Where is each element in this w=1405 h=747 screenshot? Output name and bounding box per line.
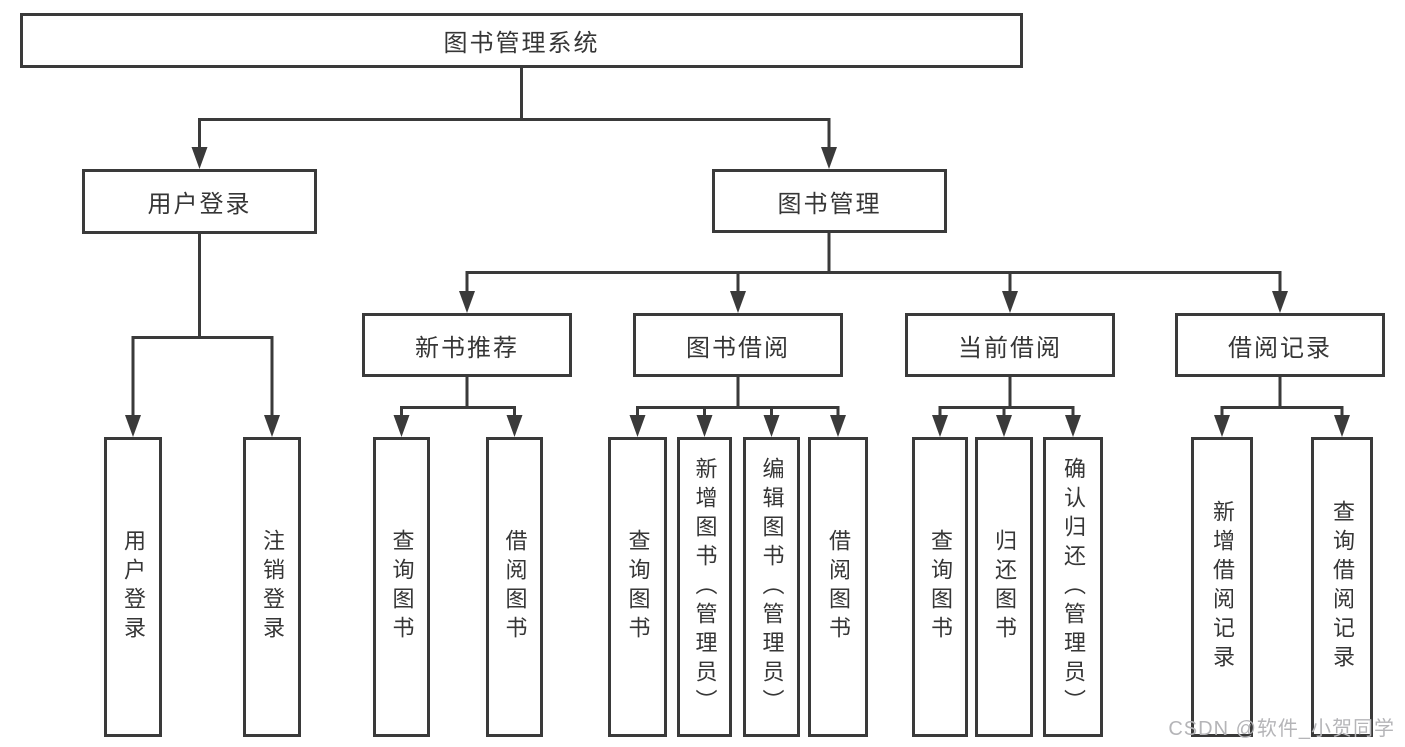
node-book-management: 图书管理 xyxy=(712,169,947,233)
leaf-confirm-return-admin: 确认归还（管理员） xyxy=(1043,437,1103,737)
leaf-query-books-recommend-label: 查询图书 xyxy=(389,529,415,645)
node-new-book-recommendation-label: 新书推荐 xyxy=(415,334,519,362)
leaf-query-books-recommend: 查询图书 xyxy=(373,437,430,737)
node-borrowing-records-label: 借阅记录 xyxy=(1228,334,1332,362)
leaf-borrow-books-recommend-label: 借阅图书 xyxy=(502,529,528,645)
leaf-logout-label: 注销登录 xyxy=(260,529,285,645)
leaf-user-login-label: 用户登录 xyxy=(121,529,146,645)
node-book-borrowing: 图书借阅 xyxy=(633,313,843,377)
node-borrowing-records: 借阅记录 xyxy=(1175,313,1385,377)
leaf-add-borrow-record: 新增借阅记录 xyxy=(1191,437,1253,737)
leaf-query-books-borrowing: 查询图书 xyxy=(608,437,667,737)
node-new-book-recommendation: 新书推荐 xyxy=(362,313,572,377)
node-root: 图书管理系统 xyxy=(20,13,1023,68)
node-root-label: 图书管理系统 xyxy=(443,30,600,57)
leaf-query-books-current-label: 查询图书 xyxy=(928,529,953,645)
leaf-query-books-current: 查询图书 xyxy=(912,437,968,737)
node-book-borrowing-label: 图书借阅 xyxy=(686,334,790,362)
leaf-add-books-admin: 新增图书（管理员） xyxy=(677,437,732,737)
leaf-logout: 注销登录 xyxy=(243,437,301,737)
leaf-borrow-books: 借阅图书 xyxy=(808,437,868,737)
node-user-login-label: 用户登录 xyxy=(147,191,252,218)
leaf-query-books-borrowing-label: 查询图书 xyxy=(625,529,651,645)
leaf-return-books: 归还图书 xyxy=(975,437,1033,737)
leaf-query-borrow-record-label: 查询借阅记录 xyxy=(1330,500,1355,674)
node-current-borrowing-label: 当前借阅 xyxy=(958,334,1062,362)
leaf-add-books-admin-label: 新增图书（管理员） xyxy=(692,456,718,718)
leaf-query-borrow-record: 查询借阅记录 xyxy=(1311,437,1373,737)
leaf-edit-books-admin: 编辑图书（管理员） xyxy=(743,437,800,737)
node-current-borrowing: 当前借阅 xyxy=(905,313,1115,377)
leaf-return-books-label: 归还图书 xyxy=(992,529,1017,645)
leaf-edit-books-admin-label: 编辑图书（管理员） xyxy=(759,456,785,718)
leaf-borrow-books-recommend: 借阅图书 xyxy=(486,437,543,737)
leaf-add-borrow-record-label: 新增借阅记录 xyxy=(1210,500,1235,674)
leaf-user-login: 用户登录 xyxy=(104,437,162,737)
watermark: CSDN @软件_小贺同学 xyxy=(1168,718,1395,740)
node-user-login: 用户登录 xyxy=(82,169,317,234)
leaf-confirm-return-admin-label: 确认归还（管理员） xyxy=(1061,456,1086,718)
node-book-management-label: 图书管理 xyxy=(777,190,882,218)
leaf-borrow-books-label: 借阅图书 xyxy=(826,529,851,645)
